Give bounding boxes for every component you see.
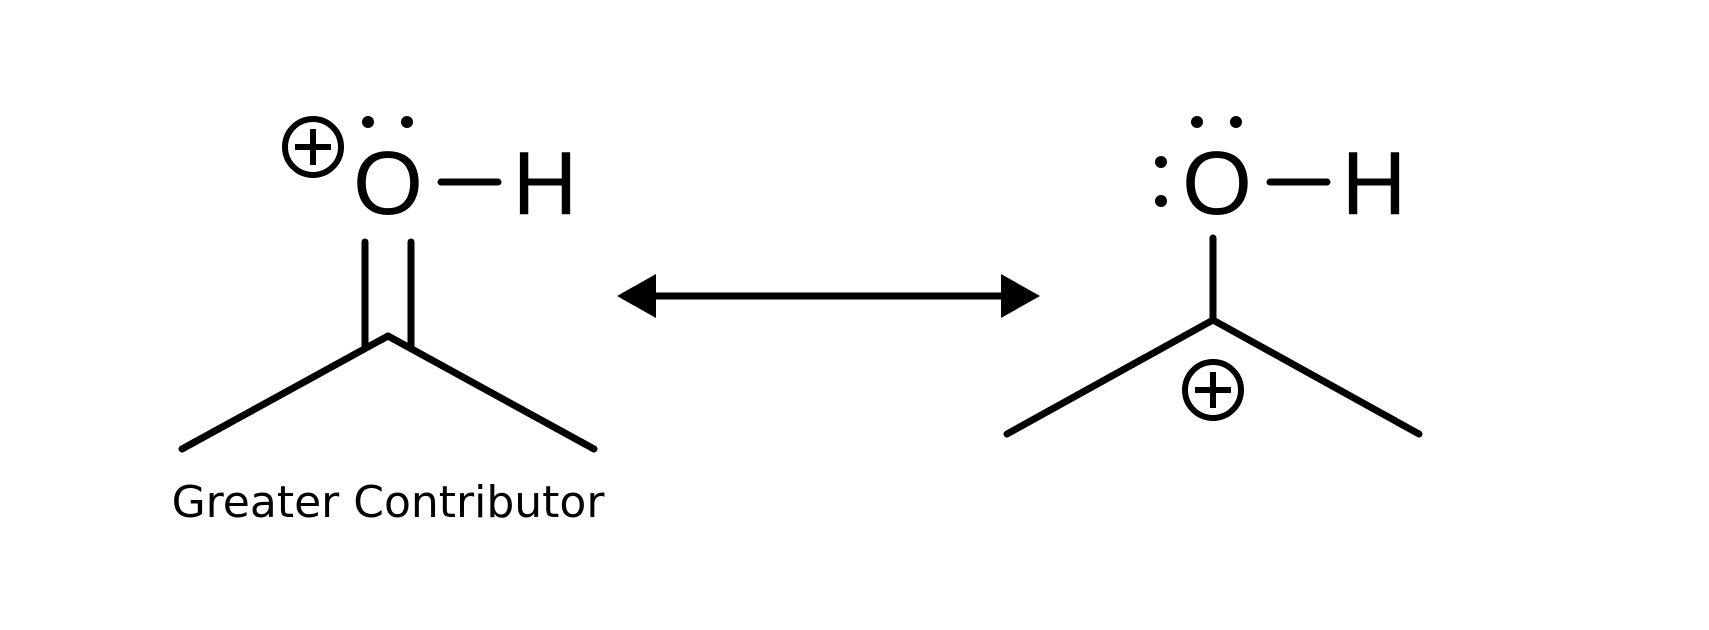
left-caption: Greater Contributor	[172, 477, 606, 528]
left-positive-charge-icon	[282, 116, 344, 178]
double-headed-arrow-icon	[617, 274, 1040, 318]
right-bond-c-methyl-left	[1003, 316, 1217, 438]
left-bond-c-methyl-right	[384, 332, 598, 453]
left-lone-pair-dot-2	[401, 116, 413, 128]
left-structure: O H Greater Contributor	[172, 116, 606, 528]
left-hydrogen-atom: H	[513, 134, 578, 234]
right-lone-pair-top-dot-2	[1230, 116, 1242, 128]
right-positive-charge-icon	[1182, 359, 1244, 421]
left-bond-c-methyl-left	[178, 332, 392, 453]
right-lone-pair-left-dot-1	[1155, 156, 1167, 168]
right-lone-pair-top-dot-1	[1191, 116, 1203, 128]
left-lone-pair-dot-1	[362, 116, 374, 128]
right-hydrogen-atom: H	[1342, 134, 1407, 234]
right-lone-pair-left-dot-2	[1155, 195, 1167, 207]
left-oxygen-atom: O	[353, 134, 423, 234]
right-bond-c-methyl-right	[1209, 316, 1423, 438]
right-oxygen-atom: O	[1182, 134, 1252, 234]
right-structure: O H	[1003, 116, 1423, 438]
